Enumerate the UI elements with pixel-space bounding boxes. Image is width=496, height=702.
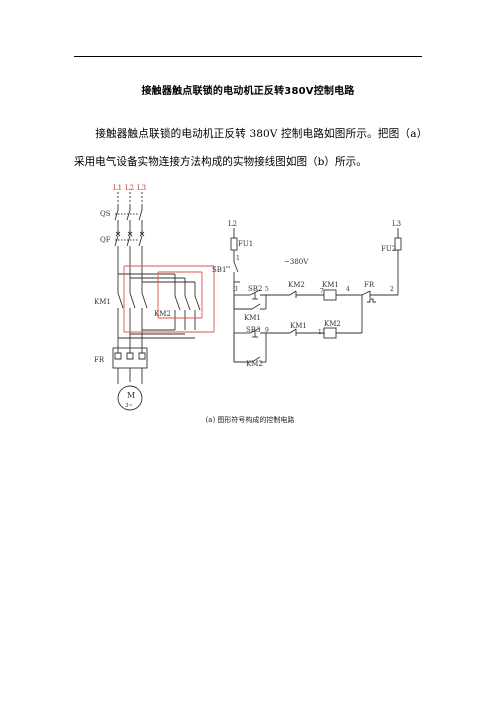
figure-caption: (a) 图形符号构成的控制电路 [205,416,295,424]
node-2: 2 [390,286,394,293]
sb2-label: SB2 [248,285,262,293]
phase-label-l2: L2 [125,184,134,192]
fu2-label: FU2 [381,245,396,253]
fu1-label: FU1 [238,240,253,248]
phase-label-l1: L1 [113,184,122,192]
body-paragraph: 接触器触点联锁的电动机正反转 380V 控制电路如图所示。把图（a）采用电气设备… [74,128,422,168]
node-9: 9 [265,327,269,334]
l3-label: L3 [392,220,401,228]
fr-main-label: FR [94,356,105,364]
km1-coil-label: KM1 [322,281,339,289]
km2-nc-label: KM2 [288,281,305,289]
km1-nc-label: KM1 [290,322,307,330]
km1-main-label: KM1 [94,298,111,306]
motor-sub-label: 3~ [125,403,133,409]
voltage-label: ~380V [284,258,309,266]
node-11: 11 [318,329,326,336]
node-4: 4 [346,286,350,293]
motor-label: M [127,391,135,400]
circuit-diagram: L1 L2 L3 QS QF KM1 KM2 FR M 3~ L2 L3 FU1… [94,184,402,411]
l2-label: L2 [228,220,237,228]
fr-nc-label: FR [364,281,375,289]
km2-hold-label: KM2 [246,360,263,368]
interlock-wiring [123,265,215,333]
document-title: 接触器触点联锁的电动机正反转380V控制电路 [141,86,355,97]
sb1-label: SB1 [212,266,226,274]
sb3-label: SB3 [246,326,260,334]
qs-label: QS [100,210,111,218]
km2-main-label: KM2 [154,310,171,318]
node-7: 7 [320,288,324,295]
qf-label: QF [100,236,111,244]
km2-coil-label: KM2 [324,320,341,328]
node-3: 3 [234,286,238,293]
node-1: 1 [236,255,240,262]
node-5: 5 [265,286,269,293]
header-rule [74,56,422,57]
phase-label-l3: L3 [137,184,146,192]
km1-hold-label: KM1 [244,314,261,322]
